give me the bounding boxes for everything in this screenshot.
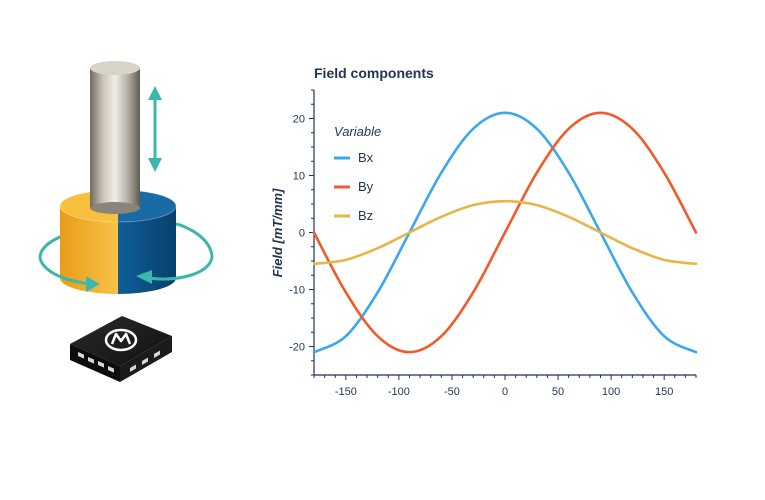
field-components-chart: Field components Field [mT/mm] -20-10010… bbox=[270, 65, 698, 398]
y-tick-label: 10 bbox=[293, 171, 305, 183]
legend-title: Variable bbox=[334, 124, 381, 139]
legend-label-bz: Bz bbox=[358, 208, 373, 223]
x-tick-label: 100 bbox=[602, 386, 620, 398]
x-tick-label: 150 bbox=[655, 386, 673, 398]
x-tick-label: -100 bbox=[388, 386, 410, 398]
y-tick-label: 20 bbox=[293, 114, 305, 126]
x-tick-label: 0 bbox=[502, 386, 508, 398]
y-axis-label: Field [mT/mm] bbox=[270, 188, 285, 278]
y-tick-label: -20 bbox=[289, 342, 305, 354]
chart-series bbox=[312, 111, 698, 354]
series-line-bx bbox=[312, 111, 698, 354]
y-tick-label: -10 bbox=[289, 285, 305, 297]
legend-label-bx: Bx bbox=[358, 150, 374, 165]
steel-shaft-icon bbox=[90, 61, 140, 214]
sensor-chip-icon bbox=[70, 316, 172, 382]
x-tick-label: -50 bbox=[444, 386, 460, 398]
rotation-arrow-icon bbox=[38, 222, 214, 292]
x-tick-label: -150 bbox=[335, 386, 357, 398]
double-arrow-icon bbox=[148, 86, 162, 172]
chart-title: Field components bbox=[314, 65, 434, 81]
x-tick-label: 50 bbox=[552, 386, 564, 398]
series-line-bz bbox=[312, 199, 698, 266]
magnet-sensor-illustration bbox=[38, 61, 214, 382]
series-line-by bbox=[312, 111, 698, 354]
y-tick-label: 0 bbox=[299, 228, 305, 240]
legend-label-by: By bbox=[358, 179, 374, 194]
m-logo-icon bbox=[104, 328, 138, 352]
